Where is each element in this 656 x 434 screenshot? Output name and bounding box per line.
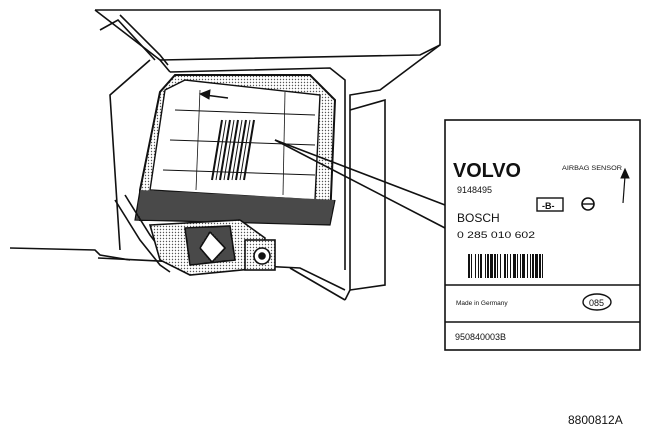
label-part-number: 9148495 <box>457 185 492 195</box>
label-oval-code: 085 <box>589 298 604 308</box>
barcode-bar <box>517 254 518 278</box>
barcode-bar <box>513 254 516 278</box>
barcode-bar <box>532 254 534 278</box>
barcode-bar <box>535 254 538 278</box>
callout-pointer <box>274 139 446 229</box>
barcode-bar <box>480 254 482 278</box>
barcode-bar <box>504 254 506 278</box>
barcode-bar <box>497 254 498 278</box>
label-badge-code: -B- <box>542 201 555 211</box>
circle-symbol-icon <box>581 197 595 211</box>
barcode-bar <box>520 254 521 278</box>
label-manufacturer: BOSCH <box>457 211 500 225</box>
barcode-bar <box>494 254 496 278</box>
module-barcode <box>211 119 255 181</box>
label-barcode <box>468 254 543 278</box>
label-sensor-type: AIRBAG SENSOR <box>562 165 622 172</box>
sensor-module <box>134 74 337 226</box>
label-origin: Made in Germany <box>456 300 508 307</box>
barcode-bar <box>539 254 541 278</box>
up-arrow-icon <box>620 167 630 204</box>
figure-id: 8800812A <box>568 413 623 427</box>
badge-box <box>536 197 564 212</box>
barcode-bar <box>475 254 476 278</box>
label-serial: 950840003B <box>455 332 506 342</box>
module-arrow-icon <box>198 89 229 100</box>
barcode-bar <box>490 254 493 278</box>
sensor-label-card: VOLVO AIRBAG SENSOR 9148495 -B- BOSCH 0 … <box>444 119 641 351</box>
barcode-bar <box>507 254 508 278</box>
barcode-bar <box>478 254 479 278</box>
label-bosch-number: 0 285 010 602 <box>457 230 535 240</box>
barcode-bar <box>487 254 489 278</box>
barcode-bar <box>522 254 525 278</box>
mounting-housing <box>9 9 441 301</box>
oval-mark <box>582 293 612 311</box>
barcode-bar <box>530 254 531 278</box>
barcode-bar <box>542 254 543 278</box>
barcode-bar <box>510 254 511 278</box>
barcode-bar <box>527 254 528 278</box>
barcode-bar <box>500 254 501 278</box>
connector-harness <box>114 194 276 276</box>
barcode-bar <box>485 254 486 278</box>
barcode-bar <box>471 254 472 278</box>
label-brand: VOLVO <box>453 160 521 182</box>
barcode-bar <box>468 254 470 278</box>
